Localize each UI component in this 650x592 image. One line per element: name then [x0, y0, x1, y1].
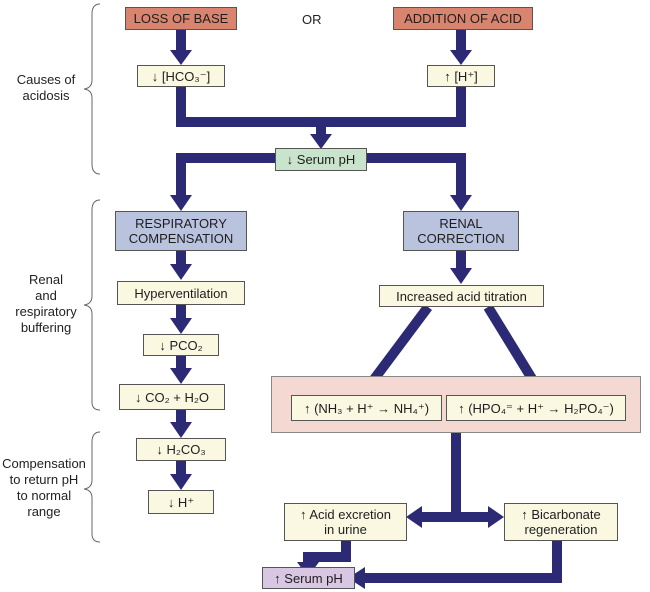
brace-renal-respiratory [83, 199, 101, 411]
or-label: OR [302, 12, 322, 27]
node-decreased-h: ↓ H⁺ [148, 490, 214, 514]
node-phosphate-reaction: ↑ (HPO₄⁼ + H⁺ → H₂PO₄⁻) [446, 395, 626, 421]
label-renal-respiratory-buffering: Renal and respiratory buffering [8, 272, 84, 336]
node-respiratory-compensation: RESPIRATORY COMPENSATION [115, 211, 247, 251]
arrow-line-titration-to-hpo4 [483, 304, 539, 385]
arrowhead-to-serum-ph [310, 134, 332, 149]
node-increased-acid-titration: Increased acid titration [379, 285, 544, 307]
arrow-line-titration-to-nh3 [367, 304, 433, 385]
node-renal-correction: RENAL CORRECTION [403, 211, 519, 251]
arrowhead-to-bicarbonate [488, 506, 504, 528]
node-line: CORRECTION [417, 231, 505, 246]
arrowhead-to-pco2 [170, 318, 192, 334]
label-line: Causes of [16, 72, 76, 87]
label-line: to return pH [9, 472, 79, 487]
label-line: Compensation [2, 456, 86, 471]
label-line: and [35, 288, 57, 303]
label-compensation: Compensation to return pH to normal rang… [2, 456, 86, 520]
node-decreased-h2co3: ↓ H₂CO₃ [136, 438, 226, 461]
arrowhead-to-h2co3 [170, 422, 192, 438]
node-decreased-co2-h2o: ↓ CO₂ + H₂O [119, 384, 225, 410]
node-hyperventilation: Hyperventilation [117, 281, 245, 305]
node-bicarbonate-regeneration: ↑ Bicarbonate regeneration [504, 503, 618, 541]
label-line: to normal [16, 488, 72, 503]
label-causes-of-acidosis: Causes of acidosis [8, 72, 84, 104]
node-line: regeneration [524, 522, 598, 537]
node-decreased-hco3: ↓ [HCO₃⁻] [137, 65, 225, 87]
label-line: acidosis [22, 88, 70, 103]
arrow-line-serum-ph-left [176, 153, 275, 197]
node-line: ↑ Acid excretion [299, 507, 392, 522]
arrow-line-bicarb-to-serum [363, 541, 562, 583]
node-line: in urine [324, 522, 367, 537]
label-line: buffering [20, 320, 72, 335]
arrow-line-serum-ph-right [367, 153, 466, 197]
node-increased-h: ↑ [H⁺] [427, 65, 495, 87]
node-decreased-pco2: ↓ PCO₂ [143, 334, 219, 356]
node-increased-serum-ph: ↑ Serum pH [262, 567, 355, 589]
arrowhead-to-acid-excretion [406, 506, 422, 528]
node-line: ↑ Bicarbonate [521, 507, 601, 522]
arrowhead-to-h [170, 474, 192, 490]
arrowhead-to-hypervent [170, 264, 192, 280]
arrowhead-to-respiratory [170, 195, 192, 211]
arrowhead-loss-to-hco3 [170, 50, 192, 65]
node-ammonia-reaction: ↑ (NH₃ + H⁺ → NH₄⁺) [291, 395, 442, 421]
arrowhead-to-titration [450, 268, 472, 284]
arrow-line-excretion-to-serum [303, 541, 351, 564]
node-line: RESPIRATORY [135, 216, 227, 231]
brace-compensation [83, 431, 101, 543]
node-decreased-serum-ph: ↓ Serum pH [275, 148, 367, 171]
arrowhead-to-renal [450, 195, 472, 211]
arrowhead-bicarb-to-serum [348, 567, 365, 589]
label-line: range [27, 504, 61, 519]
node-line: RENAL [439, 216, 483, 231]
label-line: Renal [29, 272, 63, 287]
arrow-line-merge-to-serum-ph [176, 86, 466, 127]
label-line: respiratory [15, 304, 77, 319]
node-loss-of-base: LOSS OF BASE [125, 7, 237, 30]
node-addition-of-acid: ADDITION OF ACID [393, 7, 533, 30]
brace-causes [83, 3, 101, 175]
node-acid-excretion-in-urine: ↑ Acid excretion in urine [284, 503, 407, 541]
arrowhead-addition-to-h [450, 50, 472, 65]
node-line: COMPENSATION [128, 231, 234, 246]
arrowhead-to-co2 [170, 368, 192, 384]
